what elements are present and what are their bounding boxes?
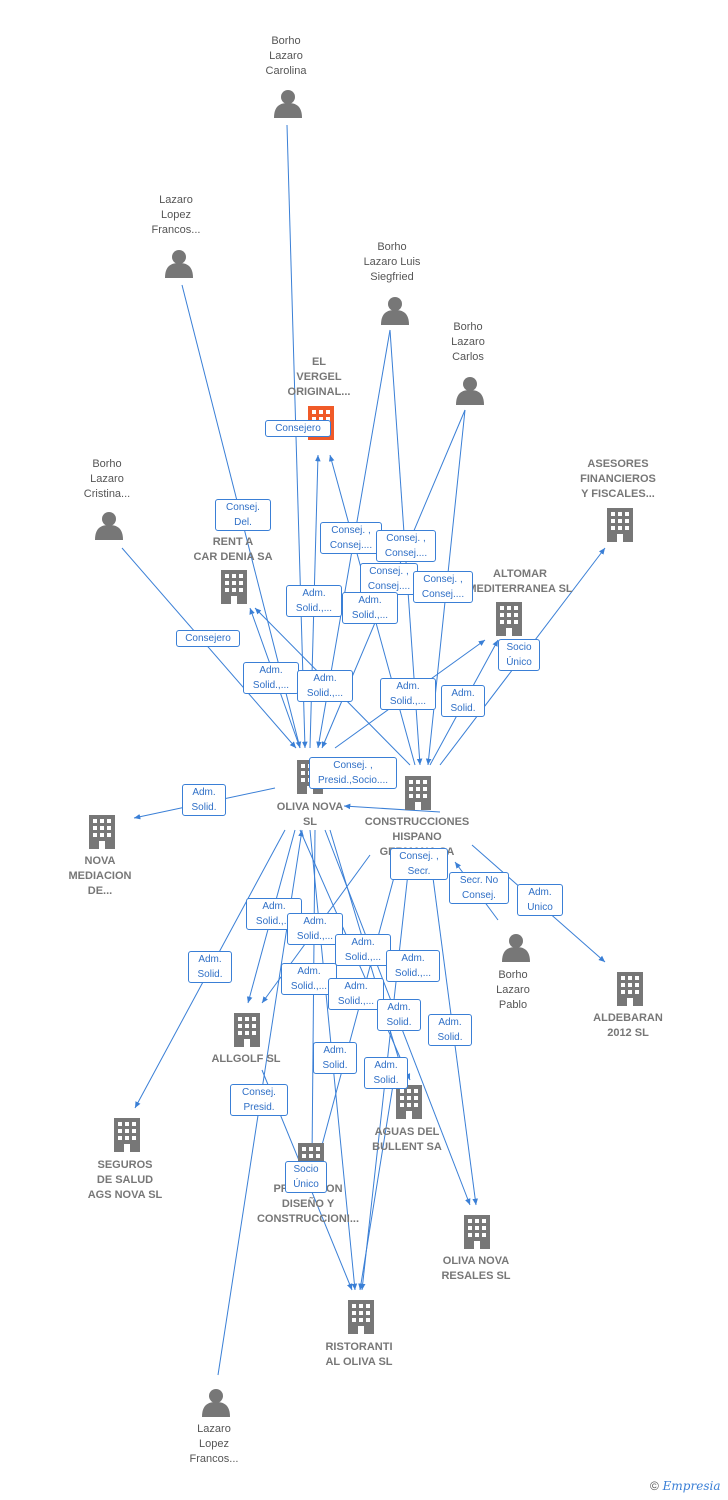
- node-borho-carlos[interactable]: Borho Lazaro Carlos: [451, 321, 485, 363]
- edge: [121, 547, 297, 749]
- node-rent-a-car[interactable]: RENT A CAR DENIA SA: [193, 536, 273, 563]
- edge-label[interactable]: Adm. Solid.: [377, 999, 421, 1031]
- person-icon: [274, 90, 302, 118]
- building-icon: [464, 1215, 490, 1249]
- edge: [358, 1084, 394, 1291]
- edge-label[interactable]: Adm. Solid.,...: [243, 662, 299, 694]
- edge-label[interactable]: Consej. , Consej....: [413, 571, 473, 603]
- person-icon: [165, 250, 193, 278]
- node-aldebaran[interactable]: ALDEBARAN 2012 SL: [593, 1012, 663, 1039]
- building-icon: [405, 776, 431, 810]
- building-icon: [234, 1013, 260, 1047]
- edge-label[interactable]: Adm. Solid.: [428, 1014, 472, 1046]
- node-allgolf[interactable]: ALLGOLF SL: [211, 1053, 281, 1065]
- node-borho-carolina[interactable]: Borho Lazaro Carolina: [265, 35, 307, 77]
- node-lazaro-lopez-1[interactable]: Lazaro Lopez Francos...: [151, 194, 201, 236]
- edge-label[interactable]: Adm. Solid.: [441, 685, 485, 717]
- node-el-vergel[interactable]: EL VERGEL ORIGINAL...: [287, 356, 351, 398]
- edge-label[interactable]: Consej. , Consej....: [320, 522, 382, 554]
- edge-label[interactable]: Adm. Solid.: [188, 951, 232, 983]
- copyright-symbol: ©: [650, 1479, 659, 1493]
- footer-brand[interactable]: © Empresia: [650, 1479, 720, 1493]
- edge-label[interactable]: Consej. , Presid.,Socio....: [309, 757, 397, 789]
- building-icon: [617, 972, 643, 1006]
- edge-label[interactable]: Consej. Presid.: [230, 1084, 288, 1116]
- building-icon: [89, 815, 115, 849]
- edge-label[interactable]: Consej. Del.: [215, 499, 271, 531]
- edge-label[interactable]: Adm. Solid.,...: [286, 585, 342, 617]
- edge-label[interactable]: Consejero: [176, 630, 240, 647]
- edge-label[interactable]: Socio Único: [285, 1161, 327, 1193]
- edge-label[interactable]: Consej. , Secr.: [390, 848, 448, 880]
- edge-label[interactable]: Secr. No Consej.: [449, 872, 509, 904]
- node-asesores[interactable]: ASESORES FINANCIEROS Y FISCALES...: [580, 458, 656, 500]
- node-seguros[interactable]: SEGUROS DE SALUD AGS NOVA SL: [87, 1159, 163, 1201]
- edge-label[interactable]: Adm. Solid.,...: [297, 670, 353, 702]
- edge-label[interactable]: Socio Único: [498, 639, 540, 671]
- edge-label[interactable]: Consej. , Consej....: [360, 563, 418, 595]
- edge-label[interactable]: Adm. Solid.,...: [386, 950, 440, 982]
- edge: [343, 803, 441, 813]
- node-oliva-resales[interactable]: OLIVA NOVA RESALES SL: [441, 1255, 511, 1282]
- edge-label[interactable]: Adm. Solid.,...: [342, 592, 398, 624]
- building-icon: [114, 1118, 140, 1152]
- person-icon: [202, 1389, 230, 1417]
- node-lazaro-lopez-2[interactable]: Lazaro Lopez Francos...: [189, 1423, 239, 1465]
- building-icon: [607, 508, 633, 542]
- edge-label[interactable]: Adm. Unico: [517, 884, 563, 916]
- person-icon: [456, 377, 484, 405]
- node-borho-cristina[interactable]: Borho Lazaro Cristina...: [83, 458, 131, 500]
- edge: [309, 829, 316, 1161]
- edge-label[interactable]: Adm. Solid.: [182, 784, 226, 816]
- node-ristoranti[interactable]: RISTORANTI AL OLIVA SL: [325, 1341, 393, 1368]
- building-icon: [348, 1300, 374, 1334]
- node-oliva-nova[interactable]: OLIVA NOVA SL: [276, 801, 344, 828]
- person-icon: [95, 512, 123, 540]
- node-altomar[interactable]: ALTOMAR MEDITERRANEA SL: [467, 568, 573, 595]
- building-icon: [221, 570, 247, 604]
- edge-label[interactable]: Adm. Solid.,...: [328, 978, 384, 1010]
- node-borho-pablo[interactable]: Borho Lazaro Pablo: [496, 969, 530, 1011]
- edge-label[interactable]: Consej. , Consej....: [376, 530, 436, 562]
- building-icon: [496, 602, 522, 636]
- edge-label[interactable]: Consejero: [265, 420, 331, 437]
- building-icon: [396, 1085, 422, 1119]
- person-icon: [502, 934, 530, 962]
- node-aguas[interactable]: AGUAS DEL BULLENT SA: [372, 1126, 442, 1153]
- edge-label[interactable]: Adm. Solid.,...: [380, 678, 436, 710]
- brand-name: Empresia: [662, 1479, 721, 1493]
- edge-label[interactable]: Adm. Solid.: [364, 1057, 408, 1089]
- node-nova-mediacion[interactable]: NOVA MEDIACION DE...: [68, 855, 132, 897]
- person-icon: [381, 297, 409, 325]
- edge-label[interactable]: Adm. Solid.,...: [287, 913, 343, 945]
- edge-label[interactable]: Adm. Solid.,...: [335, 934, 391, 966]
- edge-label[interactable]: Adm. Solid.: [313, 1042, 357, 1074]
- edge-label[interactable]: Adm. Solid.,...: [281, 963, 337, 995]
- node-borho-luis[interactable]: Borho Lazaro Luis Siegfried: [363, 241, 421, 283]
